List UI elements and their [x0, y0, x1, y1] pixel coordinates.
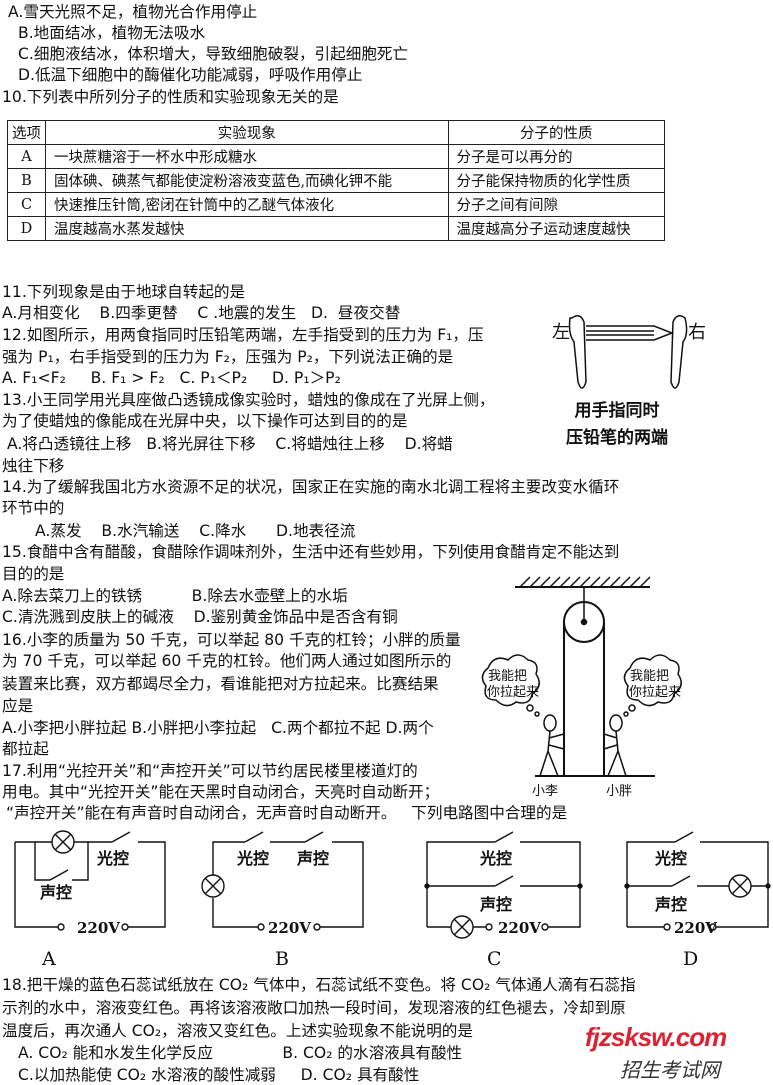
watermark-logo: fjzsksw.com — [585, 1022, 727, 1052]
circuit-a — [14, 830, 166, 931]
text-line: 目的的是 — [2, 565, 65, 583]
text-line: C.清洗溅到皮肤上的碱液 D.鉴别黄金饰品中是否含有铜 — [2, 608, 398, 626]
text-line: 11.下列现象是由于地球自转起的是 — [2, 283, 246, 301]
text-line: 14.为了缓解我国北方水资源不足的状况，国家正在实施的南水北调工程将主要改变水循… — [2, 478, 620, 496]
right-finger-icon — [670, 315, 688, 389]
bubble-text: 你拉起来 — [629, 685, 681, 700]
q10-table: 选项 实验现象 分子的性质 A 一块蔗糖溶于一杯水中形成糖水 分子是可以再分的 … — [7, 120, 665, 241]
bubble-text: 我能把 — [630, 669, 669, 684]
text-line: 强为 P₁，右手指受到的压力为 F₂，压强为 P₂，下列说法正确的是 — [2, 348, 454, 366]
figure-caption: 压铅笔的两端 — [566, 427, 668, 448]
pencil-icon — [586, 325, 675, 341]
voltage-label: 220V — [77, 919, 120, 937]
circuit-label: C — [487, 948, 502, 970]
text-line: 装置来比赛，双方都竭尽全力，看谁能把对方拉起来。比赛结果 — [2, 675, 439, 693]
text-line: 用电。其中“光控开关”能在天黑时自动闭合，天亮时自动断开； — [2, 783, 440, 801]
text-line: A. F₁<F₂ B. F₁ > F₂ C. P₁＜P₂ D. P₁＞P₂ — [2, 369, 341, 387]
text-line: 15.食醋中含有醋酸，食醋除作调味剂外，生活中还有些妙用，下列使用食醋肯定不能达… — [2, 543, 620, 561]
table-cell: 分子之间有间隙 — [447, 192, 665, 217]
watermark-text: 招生考试网 — [620, 1058, 720, 1082]
table-cell: 温度越高水蒸发越快 — [45, 216, 449, 241]
thought-bubble — [623, 654, 682, 707]
voltage-label: 220V — [498, 919, 541, 937]
circuit-c — [424, 831, 583, 939]
pulley-figure: 我能把 你拉起来 我能把 你拉起来 小李 小胖 — [481, 576, 682, 799]
circuit-b — [201, 831, 364, 931]
right-label: 右 — [688, 322, 706, 343]
lamp-icon — [51, 830, 75, 854]
switch-label: 声控 — [654, 895, 687, 914]
text-line: 16.小李的质量为 50 千克，可以举起 80 千克的杠铃；小胖的质量 — [2, 631, 461, 649]
table-row: A 一块蔗糖溶于一杯水中形成糖水 分子是可以再分的 — [7, 144, 665, 169]
table-cell: 分子是可以再分的 — [447, 144, 665, 169]
lamp-icon — [728, 874, 752, 898]
text-line: A.除去菜刀上的铁锈 B.除去水壶壁上的水垢 — [2, 587, 348, 605]
switch-label: 光控 — [236, 849, 269, 868]
text-line: A.小李把小胖拉起 B.小胖把小李拉起 C.两个都拉不起 D.两个 — [2, 719, 434, 737]
text-line: 环节中的 — [2, 499, 65, 517]
text-line: A.将凸透镜往上移 B.将光屏往下移 C.将蜡烛往上移 D.将蜡 — [2, 435, 453, 453]
person-left-icon — [539, 714, 565, 777]
pencil-figure: 左 右 用手指同时 压铅笔的两端 — [552, 315, 706, 448]
person-label: 小李 — [532, 784, 558, 799]
left-finger-icon — [568, 315, 587, 389]
figure-caption: 用手指同时 — [575, 400, 660, 421]
text-line: 为了使蜡烛的像能成在光屏中央，以下操作可达到目的的是 — [2, 412, 408, 430]
left-label: 左 — [552, 322, 570, 343]
table-cell: D — [7, 216, 46, 241]
table-cell: 快速推压针筒,密闭在针筒中的乙醚气体液化 — [45, 192, 449, 217]
circuit-label: B — [275, 948, 289, 970]
switch-label: 声控 — [479, 895, 512, 914]
voltage-label: 220V — [268, 919, 311, 937]
table-header-row: 选项 实验现象 分子的性质 — [7, 120, 665, 145]
circuit-diagrams — [14, 830, 771, 939]
person-right-icon — [603, 714, 627, 777]
text-line: A.蒸发 B.水汽输送 C.降水 D.地表径流 — [35, 522, 356, 540]
table-cell: 温度越高分子运动速度越快 — [447, 216, 665, 241]
table-cell: A — [7, 144, 46, 169]
lamp-icon — [201, 874, 225, 898]
voltage-label: 220V — [674, 919, 717, 937]
table-row: D 温度越高水蒸发越快 温度越高分子运动速度越快 — [7, 216, 665, 241]
switch-label: 声控 — [296, 849, 329, 868]
circuit-label: D — [683, 948, 698, 970]
text-line: 示剂的水中，溶液变红色。再将该溶液敞口加热一段时间，发现溶液的红色褪去，冷却到原 — [2, 999, 626, 1017]
text-line: 18.把干燥的蓝色石蕊试纸放在 CO₂ 气体中，石蕊试纸不变色。将 CO₂ 气体… — [2, 976, 636, 994]
lamp-icon — [450, 915, 474, 939]
text-line: B.地面结冰，植物无法吸水 — [18, 24, 206, 42]
text-line: 17.利用“光控开关”和“声控开关”可以节约居民楼里楼道灯的 — [2, 762, 418, 780]
switch-label: 光控 — [479, 849, 512, 868]
bubble-text: 你拉起来 — [487, 685, 539, 700]
text-line: C.以加热能使 CO₂ 水溶液的酸性减弱 D. CO₂ 具有酸性 — [18, 1066, 420, 1084]
text-line: A. CO₂ 能和水发生化学反应 B. CO₂ 的水溶液具有酸性 — [18, 1044, 463, 1062]
text-line: 温度后，再次通人 CO₂，溶液又变红色。上述实验现象不能说明的是 — [2, 1022, 473, 1040]
text-line: 为 70 千克，可以举起 60 千克的杠铃。他们两人通过如图所示的 — [2, 652, 452, 670]
circuit-label: A — [41, 948, 56, 970]
text-line: 应是 — [2, 697, 34, 715]
text-line: D.低温下细胞中的酶催化功能减弱，呼吸作用停止 — [18, 66, 363, 84]
switch-label: 光控 — [654, 849, 687, 868]
text-line: A.雪天光照不足，植物光合作用停止 — [8, 3, 258, 21]
person-label: 小胖 — [606, 784, 632, 799]
text-line: 13.小王同学用光具座做凸透镜成像实验时，蜡烛的像成在了光屏上侧， — [2, 391, 495, 409]
text-line: A.月相变化 B.四季更替 C .地震的发生 D. 昼夜交替 — [2, 304, 401, 322]
switch-label: 声控 — [39, 883, 72, 902]
text-line: 烛往下移 — [2, 457, 65, 475]
text-line: 都拉起 — [2, 740, 49, 758]
table-cell: B — [7, 168, 46, 193]
text-line: C.细胞液结冰，体积增大，导致细胞破裂，引起细胞死亡 — [18, 45, 409, 63]
text-line: “声控开关”能在有声音时自动闭合，无声音时自动断开。 下列电路图中合理的是 — [6, 804, 568, 822]
bubble-text: 我能把 — [488, 669, 527, 684]
thought-bubble — [481, 654, 540, 707]
circuit-d — [624, 831, 771, 931]
text-line: 12.如图所示，用两食指同时压铅笔两端，左手指受到的压力为 F₁，压 — [2, 326, 484, 344]
switch-label: 光控 — [96, 849, 129, 868]
text-line: 10.下列表中所列分子的性质和实验现象无关的是 — [2, 88, 339, 106]
